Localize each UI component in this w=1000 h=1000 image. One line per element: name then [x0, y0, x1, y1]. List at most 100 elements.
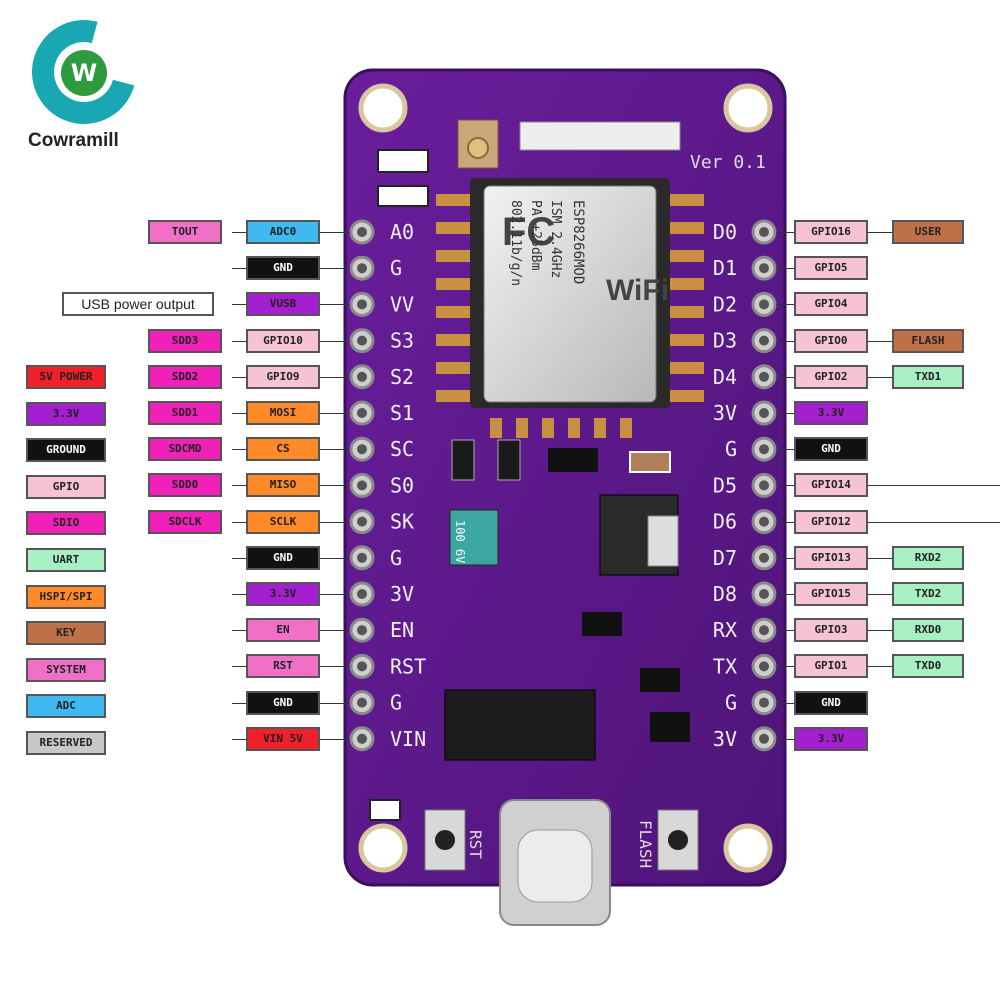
legend-item: GPIO — [26, 474, 106, 499]
pin-label-left: SCLK — [246, 509, 320, 534]
pin-hole — [759, 589, 769, 599]
pin-hole — [357, 408, 367, 418]
silk-pin-name: G — [390, 691, 402, 715]
silk-pin-name: SC — [390, 437, 414, 461]
pin-function-left: SDD1 — [148, 401, 222, 425]
silk-pin-name: D4 — [713, 365, 737, 389]
cap-label: 100 6V — [453, 520, 467, 563]
silk-pin-name: D2 — [713, 292, 737, 316]
silk-pin-name: 3V — [713, 727, 737, 751]
pin-label-right: GPIO15 — [794, 582, 868, 606]
pin-label-right: GND — [794, 437, 868, 462]
pin-hole — [759, 371, 769, 382]
legend-item: SYSTEM — [26, 657, 106, 682]
mounting-hole — [723, 83, 773, 133]
connector-line — [776, 557, 960, 559]
legend-item: UART — [26, 548, 106, 572]
pin-hole — [759, 661, 769, 672]
connector-line — [776, 449, 796, 451]
pin-hole — [357, 625, 367, 636]
pin-label-left: GPIO10 — [246, 328, 320, 353]
left-header-pins — [349, 219, 375, 752]
silk-pin-name: G — [390, 256, 402, 280]
pin-hole — [357, 299, 367, 310]
silk-pin-name: D3 — [713, 329, 737, 353]
pin-hole — [357, 589, 367, 599]
pin-label-left: VUSB — [246, 292, 320, 317]
pin-label-right: GPIO0 — [794, 328, 868, 353]
pin-function-right: RXD0 — [892, 618, 964, 643]
pin-label-left: 3.3V — [246, 582, 320, 606]
pin-label-left: VIN 5V — [246, 726, 320, 751]
pin-function-right: USER — [892, 220, 964, 244]
pin-hole — [759, 552, 769, 563]
silk-pin-name: VV — [390, 292, 414, 316]
mounting-hole — [358, 823, 408, 873]
silk-pin-name: G — [390, 546, 402, 570]
silk-pin-name: G — [725, 437, 737, 461]
connector-line — [776, 413, 796, 414]
pin-function-right: RXD2 — [892, 545, 964, 570]
connector-line — [776, 340, 960, 342]
pin-function-left: TOUT — [148, 220, 222, 244]
pin-hole — [357, 552, 367, 563]
module-line: 802.11b/g/n — [508, 200, 523, 286]
pin-hole — [759, 733, 769, 744]
pin-hole — [357, 263, 367, 274]
pin-label-right: GPIO14 — [794, 473, 868, 498]
mounting-hole — [358, 83, 408, 133]
module-pads — [436, 194, 704, 438]
pin-hole — [357, 516, 367, 527]
pin-hole — [357, 227, 367, 237]
pin-hole — [759, 516, 769, 527]
pin-label-left: CS — [246, 437, 320, 462]
flash-label: FLASH — [636, 820, 655, 868]
module-line: ISM 2.4GHz — [548, 200, 563, 278]
connector-line — [776, 594, 960, 595]
esp-shield — [483, 185, 657, 403]
legend-item: ADC — [26, 694, 106, 719]
legend-item: KEY — [26, 621, 106, 646]
pin-label-right: GPIO16 — [794, 220, 868, 244]
connector-line — [776, 268, 796, 270]
usb-power-output-label: USB power output — [62, 292, 214, 317]
pin-label-left: GND — [246, 256, 320, 281]
silk-pin-name: D1 — [713, 256, 737, 280]
pin-label-left: MOSI — [246, 401, 320, 425]
connector-line — [776, 702, 796, 704]
module-line: PA +25dBm — [528, 200, 543, 271]
pin-label-right: GPIO2 — [794, 364, 868, 389]
silk-pin-name: D6 — [713, 510, 737, 534]
brand-logo: W Cowramill — [12, 0, 156, 158]
pin-hole — [759, 408, 769, 418]
version-label: Ver 0.1 — [690, 152, 766, 173]
connector-line — [776, 738, 796, 740]
legend-item: 5V POWER — [26, 365, 106, 389]
pin-label-right: GPIO1 — [794, 654, 868, 679]
pin-hole — [759, 299, 769, 310]
pin-label-left: MISO — [246, 473, 320, 498]
pin-label-left: EN — [246, 618, 320, 643]
pin-hole — [357, 661, 367, 672]
pin-label-right: GPIO5 — [794, 256, 868, 281]
silk-pin-name: G — [725, 691, 737, 715]
mounting-hole — [723, 823, 773, 873]
pin-function-left: SDD2 — [148, 364, 222, 389]
pin-hole — [357, 335, 367, 346]
legend-item: SDIO — [26, 511, 106, 536]
silk-pin-name: RX — [713, 618, 737, 642]
connector-line — [776, 376, 960, 378]
pin-hole — [759, 335, 769, 346]
pin-hole — [759, 697, 769, 708]
pin-function-right: TXD0 — [892, 654, 964, 679]
pin-label-right: GPIO13 — [794, 545, 868, 570]
right-header-pins — [751, 219, 777, 752]
silk-pin-name: VIN — [390, 727, 426, 751]
silk-pin-name: D7 — [713, 546, 737, 570]
silk-pin-name: A0 — [390, 220, 414, 244]
legend-item: 3.3V — [26, 401, 106, 426]
connector-line — [776, 304, 796, 306]
silk-pin-name: TX — [713, 654, 737, 678]
